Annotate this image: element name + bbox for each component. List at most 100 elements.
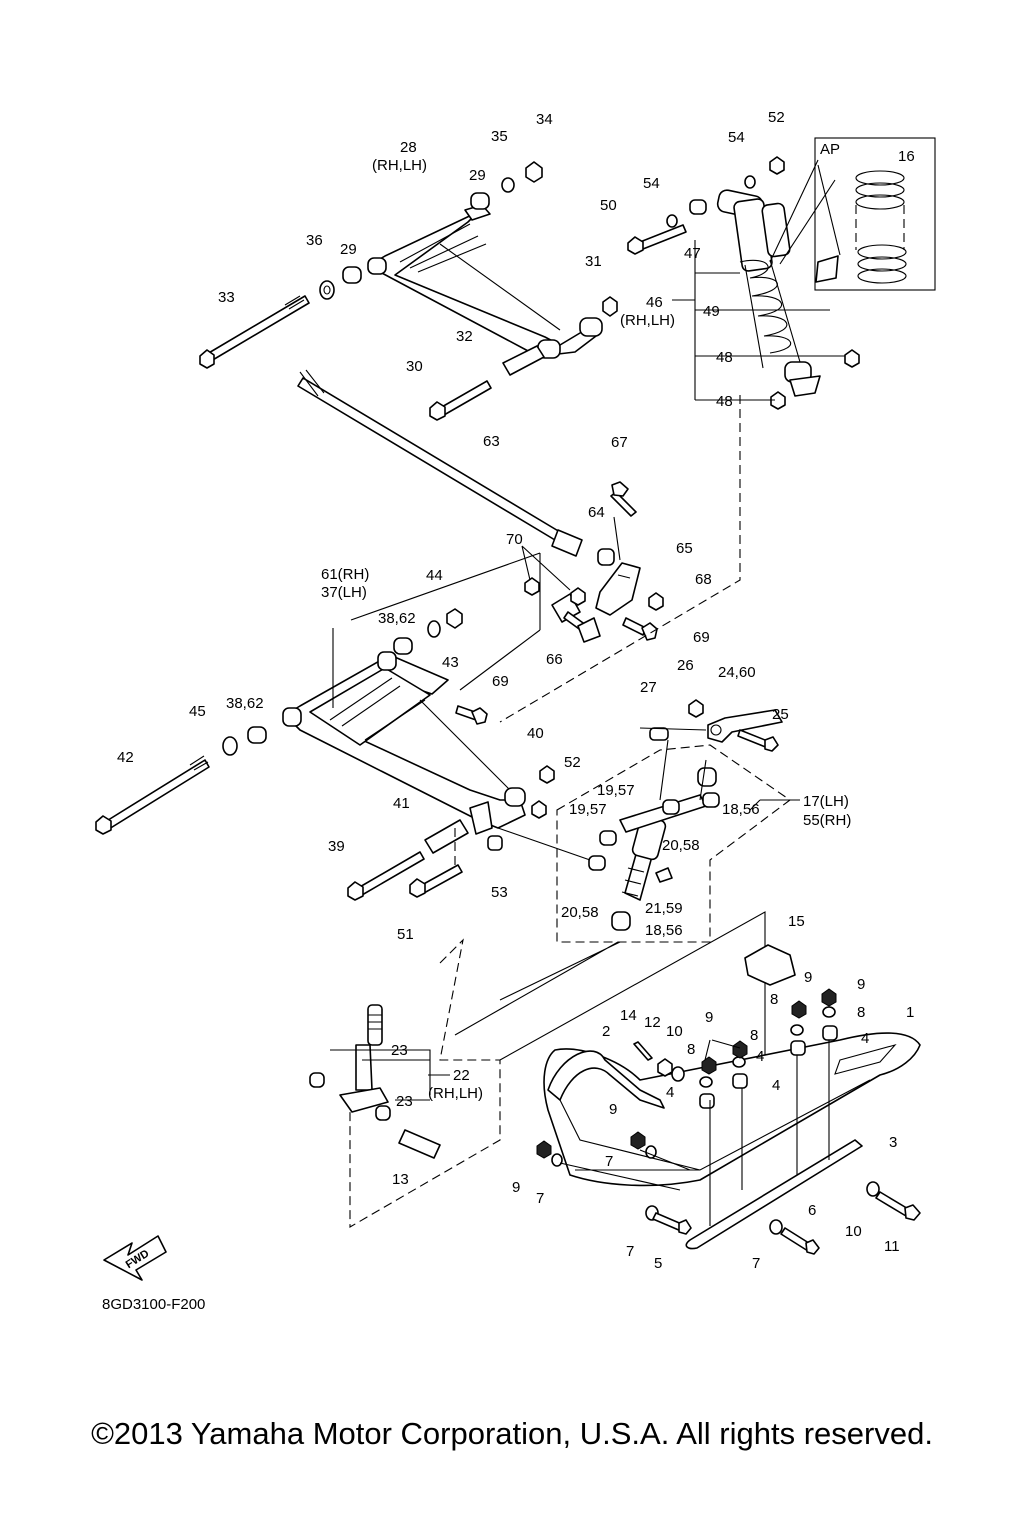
label-41: 41 [393, 795, 410, 812]
label-9a: 9 [804, 969, 812, 986]
label-53: 53 [491, 884, 508, 901]
bolt-67 [610, 481, 637, 517]
label-10a: 10 [666, 1023, 683, 1040]
label-6: 6 [808, 1202, 816, 1219]
copyright-notice: ©2013 Yamaha Motor Corporation, U.S.A. A… [91, 1416, 933, 1451]
nut-40 [539, 765, 555, 784]
bushing-29b [342, 266, 362, 284]
ap-box [814, 137, 936, 291]
label-47: 47 [684, 245, 701, 262]
label-63: 63 [483, 433, 500, 450]
label-19-57a: 19,57 [597, 782, 635, 799]
nut-9a [701, 1056, 717, 1075]
label-29a: 29 [469, 167, 486, 184]
bushing-18b [611, 911, 631, 931]
collar-4c [790, 1040, 806, 1056]
washer-8a [699, 1076, 713, 1088]
label-8d: 8 [687, 1041, 695, 1058]
nut-43 [446, 608, 463, 629]
collar-64 [597, 548, 615, 566]
washer-44 [427, 620, 441, 638]
bolt-51 [409, 864, 463, 898]
label-68: 68 [695, 571, 712, 588]
nut-9d [821, 988, 837, 1007]
spring-seat-49 [815, 255, 839, 283]
label-48a: 48 [716, 349, 733, 366]
collar-4d [822, 1025, 838, 1041]
label-20-58a: 20,58 [662, 837, 700, 854]
label-20-58b: 20,58 [561, 904, 599, 921]
nut-34 [525, 161, 543, 183]
bolt-6 [780, 1227, 820, 1255]
label-55: 55(RH) [803, 812, 851, 829]
label-10b: 10 [845, 1223, 862, 1240]
spindle-detail-box [556, 744, 791, 943]
bushing-23a [309, 1072, 325, 1088]
bushing-20b [588, 855, 606, 871]
nut-70a [524, 577, 540, 596]
nut-48b [770, 391, 786, 410]
label-22-sub: (RH,LH) [428, 1085, 483, 1102]
label-65: 65 [676, 540, 693, 557]
collar-53 [487, 835, 503, 851]
bolt-5 [652, 1212, 692, 1235]
label-46-sub: (RH,LH) [620, 312, 675, 329]
nut-12 [657, 1058, 673, 1077]
nut-9f [536, 1140, 552, 1159]
label-69a: 69 [693, 629, 710, 646]
label-52b: 52 [564, 754, 581, 771]
label-19-57b: 19,57 [569, 801, 607, 818]
label-18-56a: 18,56 [722, 801, 760, 818]
collar-4b [732, 1073, 748, 1089]
label-23b: 23 [396, 1093, 413, 1110]
washer-35 [501, 177, 515, 193]
bushing-19b [599, 830, 617, 846]
label-7d: 7 [752, 1255, 760, 1272]
label-17: 17(LH) [803, 793, 849, 810]
nut-9c [791, 1000, 807, 1019]
label-28-sub: (RH,LH) [372, 157, 427, 174]
label-32: 32 [456, 328, 473, 345]
bushing-23b [375, 1105, 391, 1121]
label-3: 3 [889, 1134, 897, 1151]
spindle-22 [339, 1004, 389, 1113]
spacer-32 [502, 345, 545, 376]
figure-code: 8GD3100-F200 [102, 1296, 205, 1313]
nut-48a [844, 349, 860, 368]
nut-9e [630, 1131, 646, 1150]
label-52a: 52 [768, 109, 785, 126]
washer-8d [822, 1006, 836, 1018]
label-25: 25 [772, 706, 789, 723]
label-49: 49 [703, 303, 720, 320]
label-8c: 8 [750, 1027, 758, 1044]
label-43: 43 [442, 654, 459, 671]
label-42: 42 [117, 749, 134, 766]
label-4a: 4 [861, 1030, 869, 1047]
bolt-42 [95, 755, 210, 835]
label-15: 15 [788, 913, 805, 930]
label-48b: 48 [716, 393, 733, 410]
bolt-11 [875, 1191, 921, 1221]
label-38-62b: 38,62 [226, 695, 264, 712]
label-9e: 9 [512, 1179, 520, 1196]
label-54a: 54 [728, 129, 745, 146]
label-7b: 7 [536, 1190, 544, 1207]
bolt-30 [429, 380, 492, 421]
nut-52b [531, 800, 547, 819]
bolt-25 [737, 729, 779, 752]
label-64: 64 [588, 504, 605, 521]
label-31: 31 [585, 253, 602, 270]
label-38-62a: 38,62 [378, 610, 416, 627]
label-26: 26 [677, 657, 694, 674]
label-36: 36 [306, 232, 323, 249]
washer-10a [671, 1066, 685, 1082]
bushing-38a [393, 637, 413, 655]
arm-65 [595, 562, 641, 616]
label-13: 13 [392, 1171, 409, 1188]
label-5: 5 [654, 1255, 662, 1272]
label-69b: 69 [492, 673, 509, 690]
label-50: 50 [600, 197, 617, 214]
nut-68 [648, 592, 664, 611]
label-8a: 8 [770, 991, 778, 1008]
bolt-69a [622, 617, 658, 641]
